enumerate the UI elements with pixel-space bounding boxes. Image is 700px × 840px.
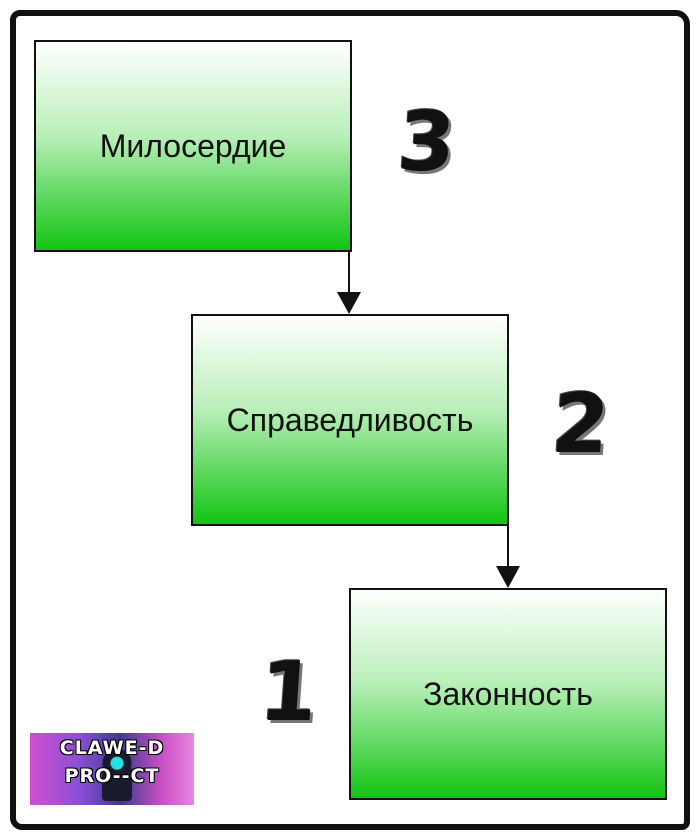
logo-figure-icon [102,747,132,801]
logo-line-2: PRO--CT [64,765,160,787]
level-number-2: 2 [548,377,613,472]
box-mercy: Милосердие [34,40,352,252]
level-number-3: 3 [394,95,459,190]
box-law: Законность [349,588,667,800]
logo-line-1: CLAWE-D [59,737,165,759]
box-justice-label: Справедливость [226,401,474,438]
box-justice: Справедливость [191,314,509,526]
box-mercy-label: Милосердие [99,127,287,164]
box-law-label: Законность [423,675,593,712]
level-number-1: 1 [256,645,321,740]
clawed-project-logo: CLAWE-D PRO--CT [30,733,194,805]
